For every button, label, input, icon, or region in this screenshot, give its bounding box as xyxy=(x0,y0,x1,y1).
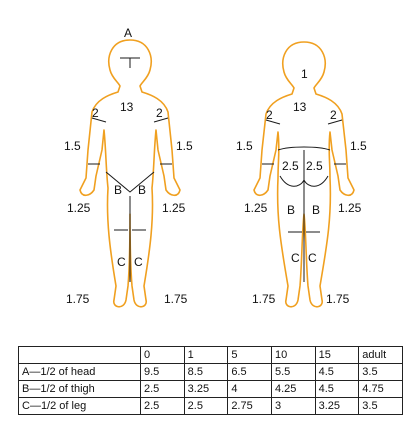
table-cell: 3.5 xyxy=(359,364,403,381)
table-row: C—1/2 of leg 2.5 2.5 2.75 3 3.25 3.5 xyxy=(19,398,403,415)
front-label-upper-arm-left: 2 xyxy=(92,106,99,120)
back-label-hand-left: 1.25 xyxy=(244,201,268,215)
front-label-leg-left: C xyxy=(117,255,126,269)
back-label-hand-right: 1.25 xyxy=(338,201,362,215)
table-header-row: 0 1 5 10 15 adult xyxy=(19,347,403,364)
table-cell: 8.5 xyxy=(184,364,228,381)
table-cell: 4.75 xyxy=(359,381,403,398)
back-label-leg-right: C xyxy=(308,251,317,265)
table-header-cell xyxy=(19,347,141,364)
table-cell: 4.25 xyxy=(271,381,315,398)
table-cell: 3.25 xyxy=(315,398,359,415)
table-cell: 6.5 xyxy=(228,364,272,381)
back-label-buttock-right: 2.5 xyxy=(306,159,323,173)
back-figure: 1 13 2 2 1.5 1.5 2.5 2.5 B B 1.25 1.25 C… xyxy=(236,42,367,307)
front-label-chest: 13 xyxy=(120,100,134,114)
front-label-leg-right: C xyxy=(134,255,143,269)
back-label-foot-left: 1.75 xyxy=(252,292,276,306)
back-label-foot-right: 1.75 xyxy=(326,292,350,306)
front-figure: A 13 2 2 1.5 1.5 B B 1.25 1.25 C C 1.75 … xyxy=(64,26,193,307)
table-cell: 4.5 xyxy=(315,381,359,398)
age-percentage-table: 0 1 5 10 15 adult A—1/2 of head 9.5 8.5 … xyxy=(18,346,403,415)
table-header-cell: 0 xyxy=(141,347,185,364)
table-cell: 4 xyxy=(228,381,272,398)
row-label: C—1/2 of leg xyxy=(19,398,141,415)
front-label-hand-right: 1.25 xyxy=(162,201,186,215)
table-cell: 4.5 xyxy=(315,364,359,381)
front-label-upper-arm-right: 2 xyxy=(156,106,163,120)
back-label-head: 1 xyxy=(301,67,308,81)
row-label: A—1/2 of head xyxy=(19,364,141,381)
front-label-forearm-left: 1.5 xyxy=(64,139,81,153)
back-label-upper-arm-left: 2 xyxy=(266,108,273,122)
table-cell: 5.5 xyxy=(271,364,315,381)
back-label-forearm-left: 1.5 xyxy=(236,139,253,153)
front-label-foot-left: 1.75 xyxy=(66,292,90,306)
table-header-cell: 5 xyxy=(228,347,272,364)
table-cell: 2.5 xyxy=(141,381,185,398)
front-label-hand-left: 1.25 xyxy=(67,201,91,215)
table-row: A—1/2 of head 9.5 8.5 6.5 5.5 4.5 3.5 xyxy=(19,364,403,381)
front-label-foot-right: 1.75 xyxy=(164,292,188,306)
table-cell: 2.5 xyxy=(184,398,228,415)
front-label-forearm-right: 1.5 xyxy=(176,139,193,153)
table-header-cell: 1 xyxy=(184,347,228,364)
table-cell: 9.5 xyxy=(141,364,185,381)
front-label-thigh-right: B xyxy=(138,183,146,197)
table-header-cell: 10 xyxy=(271,347,315,364)
back-label-forearm-right: 1.5 xyxy=(350,139,367,153)
front-label-thigh-left: B xyxy=(114,183,122,197)
body-diagram: A 13 2 2 1.5 1.5 B B 1.25 1.25 C C 1.75 … xyxy=(0,0,409,335)
table-cell: 2.5 xyxy=(141,398,185,415)
back-label-thigh-right: B xyxy=(312,203,320,217)
back-label-upper-arm-right: 2 xyxy=(330,108,337,122)
table-cell: 3 xyxy=(271,398,315,415)
back-label-leg-left: C xyxy=(291,251,300,265)
back-label-back: 13 xyxy=(293,100,307,114)
back-label-thigh-left: B xyxy=(287,203,295,217)
table-cell: 2.75 xyxy=(228,398,272,415)
table-header-cell: adult xyxy=(359,347,403,364)
table-cell: 3.25 xyxy=(184,381,228,398)
table-cell: 3.5 xyxy=(359,398,403,415)
front-label-a: A xyxy=(124,26,132,40)
table-row: B—1/2 of thigh 2.5 3.25 4 4.25 4.5 4.75 xyxy=(19,381,403,398)
table-header-cell: 15 xyxy=(315,347,359,364)
back-label-buttock-left: 2.5 xyxy=(282,159,299,173)
row-label: B—1/2 of thigh xyxy=(19,381,141,398)
